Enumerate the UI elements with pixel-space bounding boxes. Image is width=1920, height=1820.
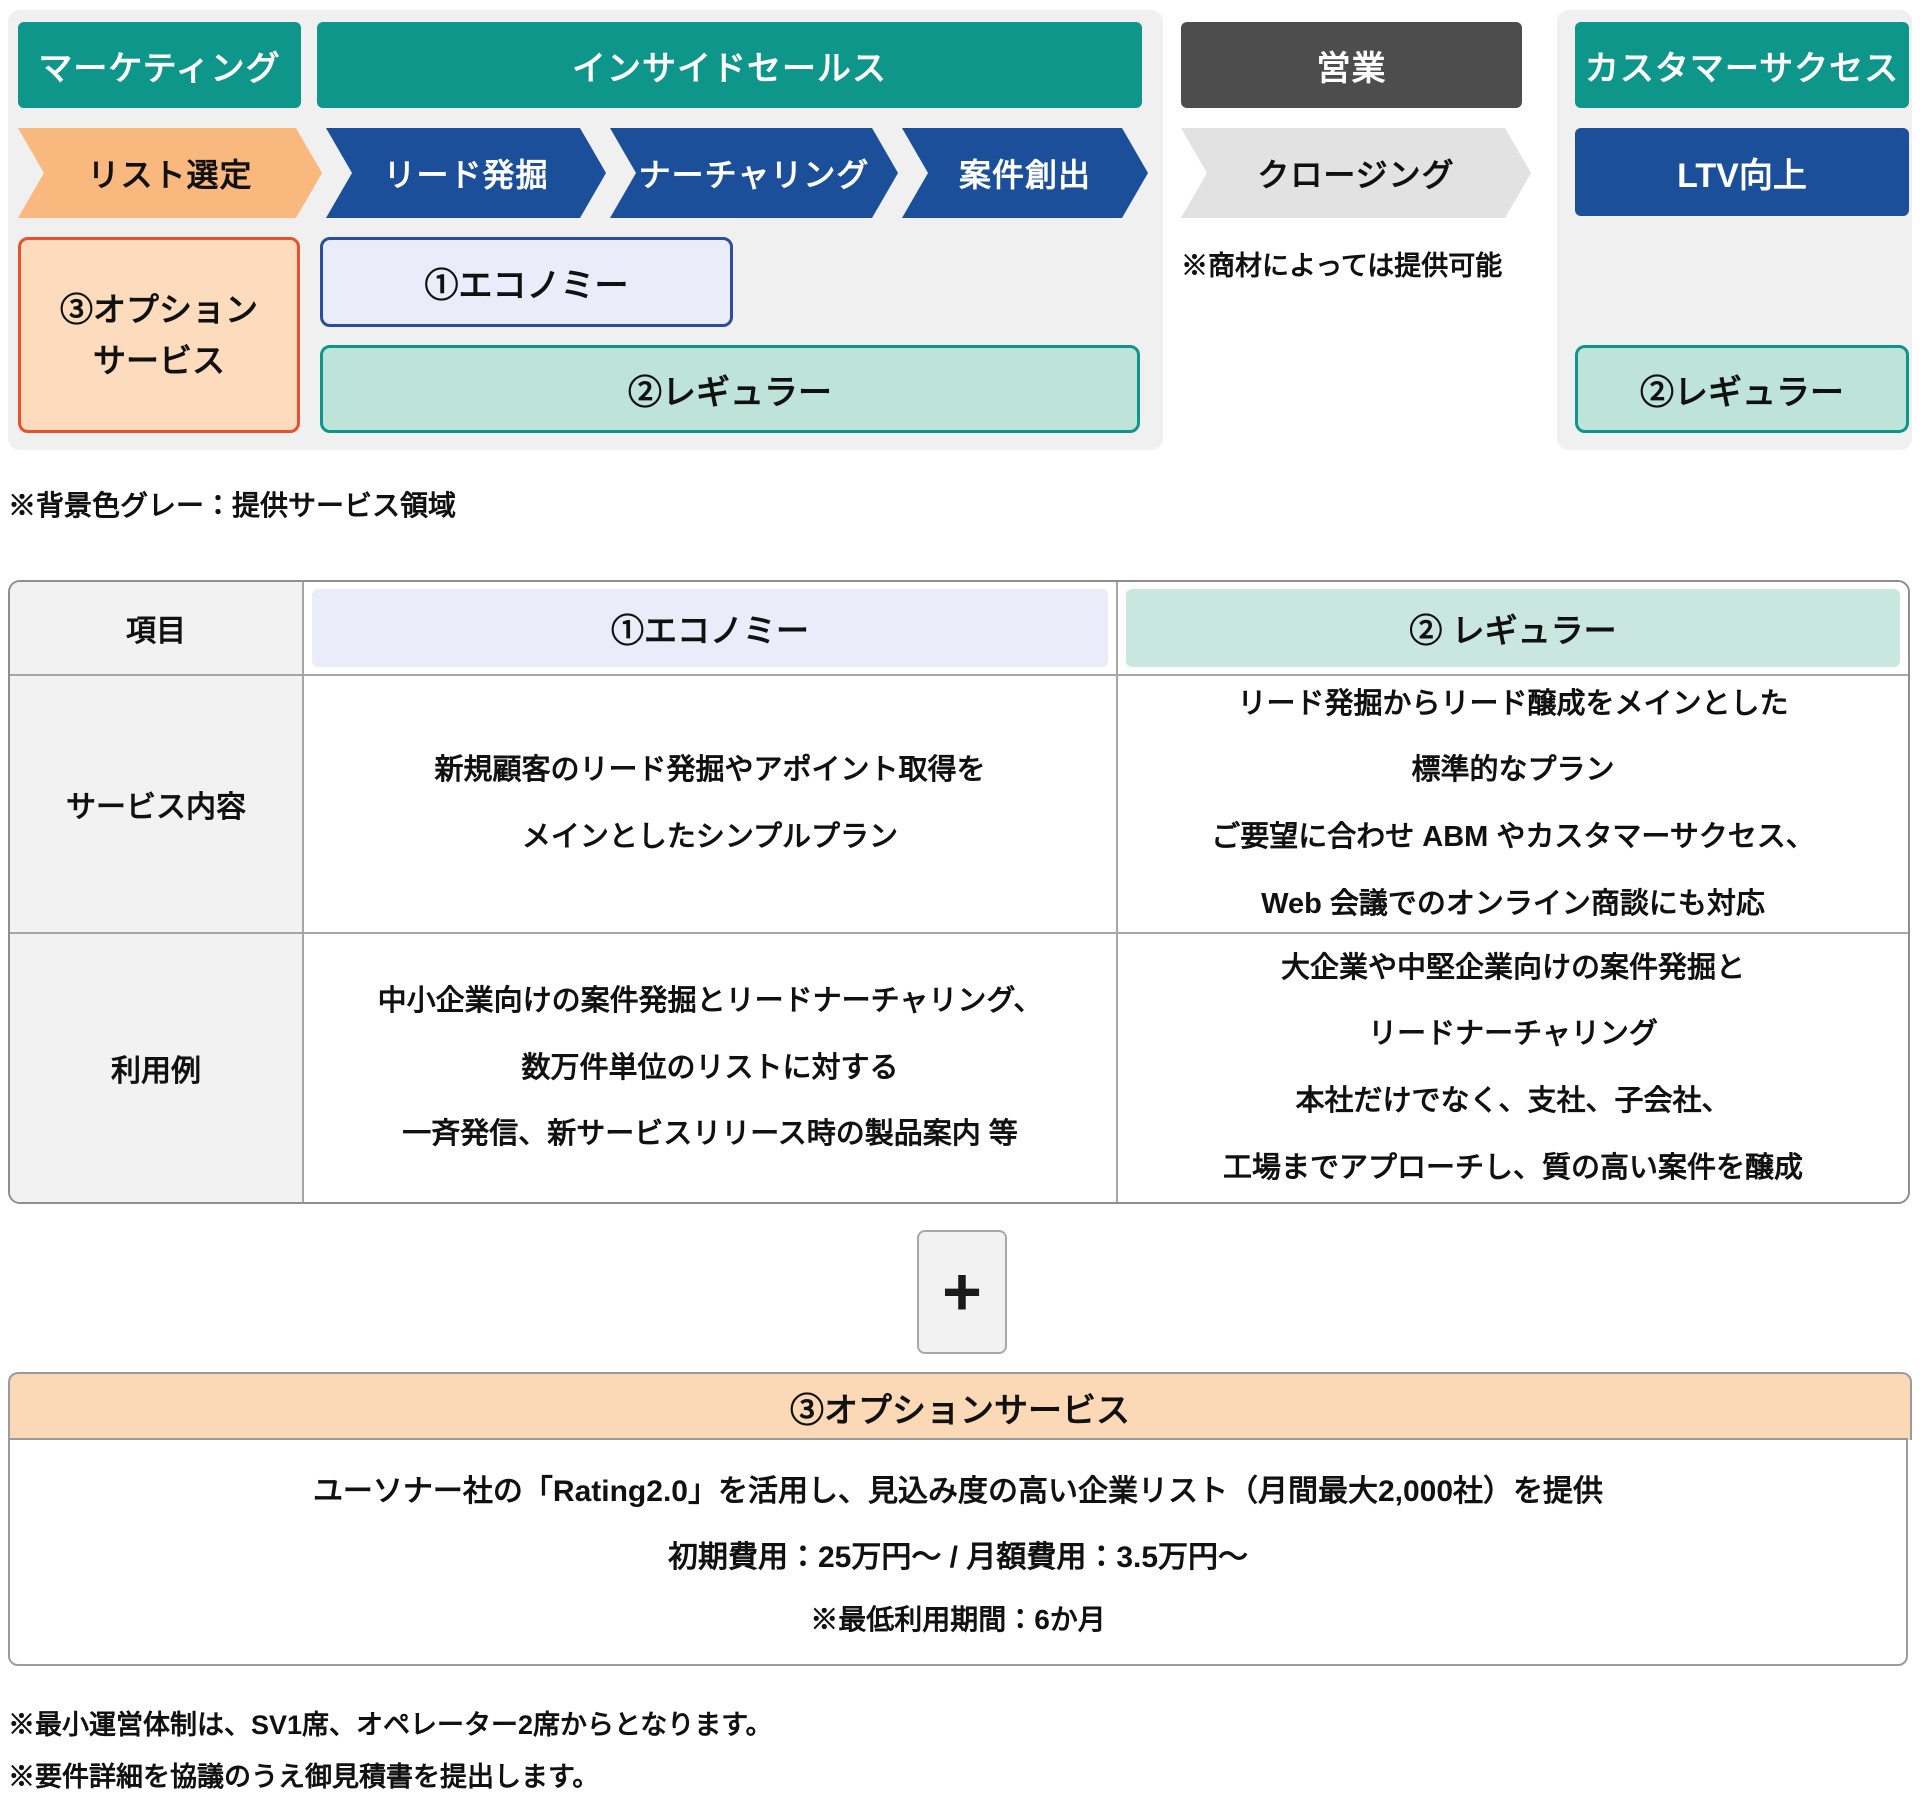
service-regular-line: Web 会議でのオンライン商談にも対応 [1261,887,1765,920]
table-row-service-regular: リード発掘からリード醸成をメインとした 標準的なプラン ご要望に合わせ ABM … [1116,674,1908,932]
usage-regular-line: リードナーチャリング [1368,1018,1658,1051]
step-list-selection: リスト選定 [18,128,322,218]
table-header-regular-cell: ② レギュラー [1116,582,1908,674]
service-regular-line: リード発掘からリード醸成をメインとした [1237,687,1789,720]
usage-economy-line: 数万件単位のリストに対する [521,1051,899,1084]
service-economy-line: 新規顧客のリード発掘やアポイント取得を [434,754,986,787]
economy-plan-box: ①エコノミー [320,237,733,327]
plan-comparison-table: 項目 ①エコノミー ② レギュラー サービス内容 新規顧客のリード発掘やアポイン… [8,580,1910,1204]
table-header-item: 項目 [10,582,302,674]
step-deal-creation: 案件創出 [902,128,1148,218]
usage-economy-line: 中小企業向けの案件発掘とリードナーチャリング、 [377,984,1043,1017]
step-ltv-improvement: LTV向上 [1575,128,1909,216]
table-row-service-economy: 新規顧客のリード発掘やアポイント取得を メインとしたシンプルプラン [302,674,1116,932]
table-row-usage-regular: 大企業や中堅企業向けの案件発掘と リードナーチャリング 本社だけでなく、支社、子… [1116,932,1908,1202]
step-lead-generation: リード発掘 [326,128,606,218]
footnote-minimum-team: ※最小運営体制は、SV1席、オペレーター2席からとなります。 [8,1710,773,1740]
gray-background-legend-note: ※背景色グレー：提供サービス領域 [8,490,457,521]
usage-regular-line: 大企業や中堅企業向けの案件発掘と [1280,951,1745,984]
table-header-economy-cell: ①エコノミー [302,582,1116,674]
regular-plan-box-left: ②レギュラー [320,345,1140,433]
service-regular-line: ご要望に合わせ ABM やカスタマーサクセス、 [1211,821,1815,853]
option-description: ユーソナー社の「Rating2.0」を活用し、見込み度の高い企業リスト（月間最大… [312,1475,1604,1508]
regular-plan-box-right: ②レギュラー [1575,345,1909,433]
step-nurturing: ナーチャリング [610,128,898,218]
closing-availability-note: ※商材によっては提供可能 [1181,251,1503,281]
usage-regular-line: 工場までアプローチし、質の高い案件を醸成 [1222,1151,1803,1184]
usage-regular-line: 本社だけでなく、支社、子会社、 [1295,1085,1731,1117]
option-pricing: 初期費用：25万円～ / 月額費用：3.5万円～ [667,1541,1249,1574]
lane-marketing: マーケティング [18,22,301,108]
option-service-box-line2: サービス [93,342,225,379]
lane-inside-sales: インサイドセールス [317,22,1142,108]
usage-economy-line: 一斉発信、新サービスリリース時の製品案内 等 [402,1118,1018,1151]
table-header-economy: ①エコノミー [312,589,1108,667]
lane-customer-success: カスタマーサクセス [1575,22,1909,108]
option-section-header: ③オプションサービス [8,1372,1912,1440]
lane-sales: 営業 [1181,22,1522,108]
option-minimum-term-note: ※最低利用期間：6か月 [810,1604,1106,1635]
table-row-usage-label: 利用例 [10,932,302,1202]
option-service-box-line1: ③オプション [60,290,258,328]
table-header-regular: ② レギュラー [1126,589,1900,667]
service-regular-line: 標準的なプラン [1411,754,1615,787]
option-service-box: ③オプション サービス [18,237,300,433]
table-row-service-label: サービス内容 [10,674,302,932]
option-section-body: ユーソナー社の「Rating2.0」を活用し、見込み度の高い企業リスト（月間最大… [8,1438,1908,1666]
table-row-usage-economy: 中小企業向けの案件発掘とリードナーチャリング、 数万件単位のリストに対する 一斉… [302,932,1116,1202]
service-economy-line: メインとしたシンプルプラン [521,821,899,853]
plus-icon: + [917,1230,1007,1354]
step-closing: クロージング [1181,128,1531,218]
footnote-quotation: ※要件詳細を協議のうえ御見積書を提出します。 [8,1762,600,1792]
